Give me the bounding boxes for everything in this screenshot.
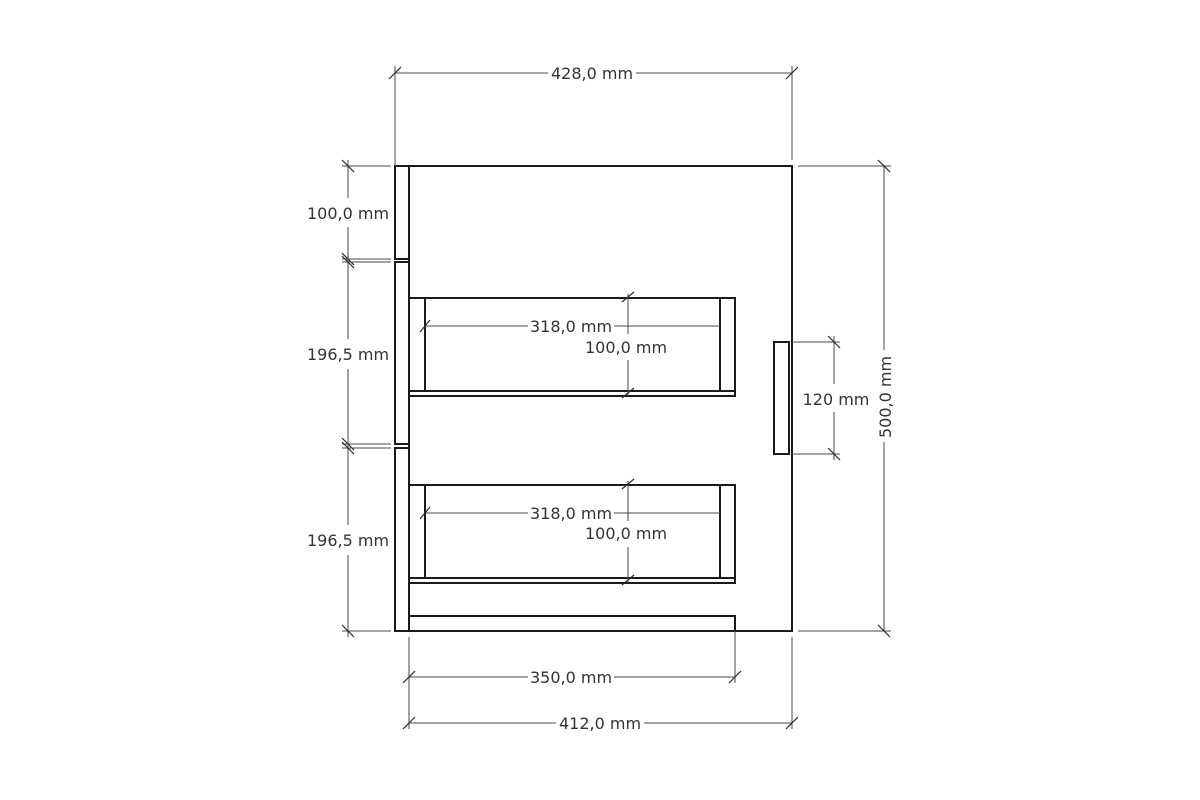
dim-overall-height: 500,0 mm — [798, 159, 895, 638]
dim-handle: 120 mm — [792, 335, 870, 461]
dim-inner-width: 412,0 mm — [402, 637, 799, 733]
label-front-bottom: 196,5 mm — [307, 531, 389, 550]
label-drawer2-width: 318,0 mm — [530, 504, 612, 523]
label-inner-width: 412,0 mm — [559, 714, 641, 733]
dim-drawer2-depth: 100,0 mm — [585, 478, 667, 586]
label-front-middle: 196,5 mm — [307, 345, 389, 364]
label-overall-height: 500,0 mm — [876, 356, 895, 438]
drawer-lower — [408, 484, 736, 584]
dim-drawer1-width: 318,0 mm — [419, 317, 720, 336]
dim-overall-width: 428,0 mm — [388, 64, 799, 166]
label-overall-width: 428,0 mm — [551, 64, 633, 83]
label-handle: 120 mm — [803, 390, 870, 409]
handle-bar — [773, 341, 790, 455]
front-panel-bottom — [394, 447, 410, 632]
label-drawer1-width: 318,0 mm — [530, 317, 612, 336]
front-panel-top — [394, 165, 410, 260]
dim-front-bottom: 196,5 mm — [307, 441, 391, 638]
bottom-shelf — [408, 615, 736, 632]
label-drawer2-depth: 100,0 mm — [585, 524, 667, 543]
dim-drawer1-depth: 100,0 mm — [585, 291, 667, 399]
label-front-top: 100,0 mm — [307, 204, 389, 223]
label-drawer1-depth: 100,0 mm — [585, 338, 667, 357]
drawer-upper — [408, 297, 736, 397]
dim-shelf-width: 350,0 mm — [402, 631, 742, 687]
dim-drawer2-width: 318,0 mm — [419, 504, 720, 523]
dim-front-middle: 196,5 mm — [307, 255, 391, 451]
dim-front-top: 100,0 mm — [307, 159, 391, 266]
front-panel-middle — [394, 261, 410, 445]
label-shelf-width: 350,0 mm — [530, 668, 612, 687]
